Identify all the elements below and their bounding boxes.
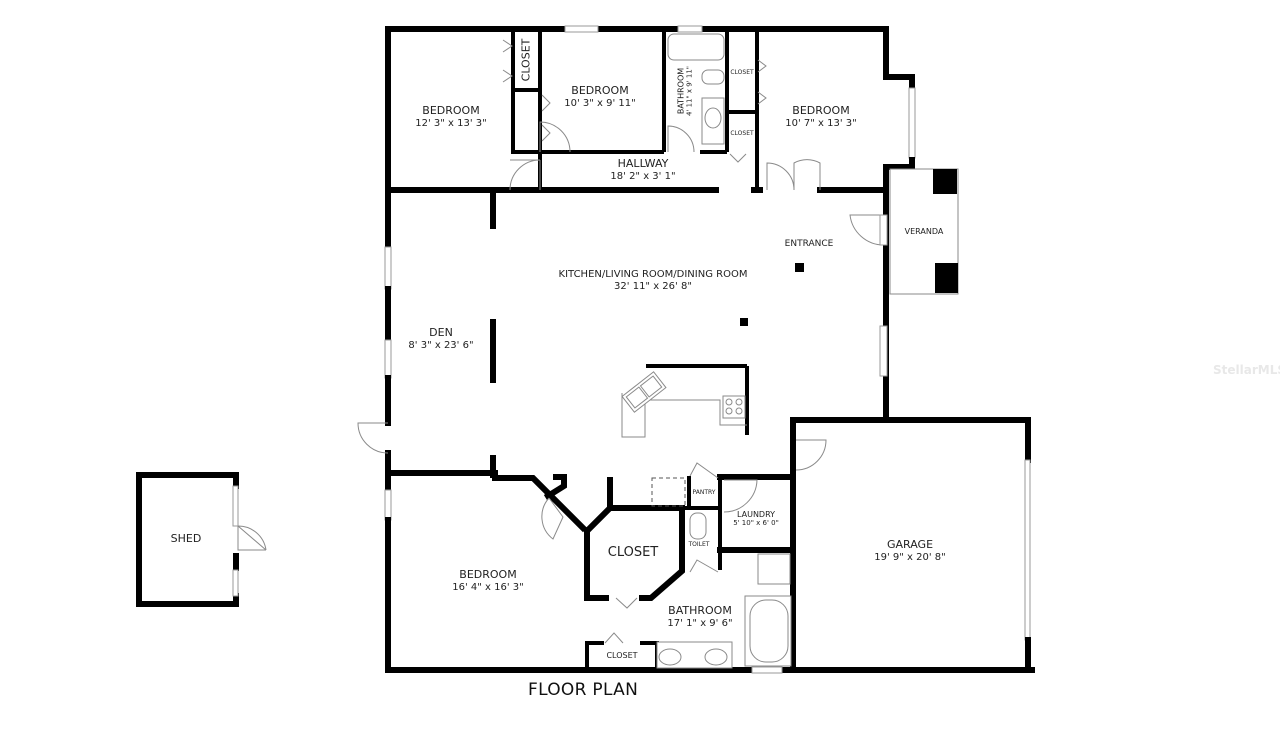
room-name: LAUNDRY (736, 510, 776, 519)
room-pantry: PANTRY (692, 489, 716, 497)
room-name: CLOSET (607, 545, 659, 560)
room-name: CLOSET (730, 130, 754, 137)
room-name: BEDROOM (571, 84, 629, 97)
room-dims: 32' 11" x 26' 8" (614, 280, 692, 292)
room-dims: 8' 3" x 23' 6" (408, 339, 474, 351)
room-name: BATHROOM (668, 604, 732, 617)
room-kitchen-living-dining: KITCHEN/LIVING ROOM/DINING ROOM 32' 11" … (559, 269, 748, 292)
room-garage: GARAGE 19' 9" x 20' 8" (874, 538, 946, 563)
room-dims: 17' 1" x 9' 6" (667, 617, 733, 629)
room-shed: SHED (170, 532, 202, 546)
room-name: VERANDA (904, 227, 944, 236)
interior-walls (385, 29, 889, 670)
room-closet-bath: CLOSET (606, 651, 637, 660)
room-bathroom-master: BATHROOM 17' 1" x 9' 6" (667, 604, 733, 629)
room-name: BEDROOM (792, 104, 850, 117)
room-name: CLOSET (730, 69, 754, 76)
room-name: GARAGE (886, 538, 934, 551)
room-bedroom-nw: BEDROOM 12' 3" x 13' 3" (415, 104, 487, 129)
room-name: BEDROOM (459, 568, 517, 581)
room-dims: 12' 3" x 13' 3" (415, 117, 487, 129)
room-closet-master: CLOSET (607, 545, 659, 561)
room-name: KITCHEN/LIVING ROOM/DINING ROOM (558, 269, 748, 280)
room-dims: 18' 2" x 3' 1" (610, 170, 676, 182)
room-name: CLOSET (519, 38, 533, 82)
doors (357, 39, 888, 644)
room-name: BATHROOM (676, 67, 686, 115)
room-name: SHED (170, 532, 202, 545)
room-name: DEN (429, 326, 453, 339)
room-name: BEDROOM (422, 104, 480, 117)
room-entrance: ENTRANCE (785, 239, 834, 249)
room-hallway: HALLWAY 18' 2" x 3' 1" (610, 157, 676, 182)
room-bedroom-ne: BEDROOM 10' 7" x 13' 3" (785, 104, 857, 129)
room-bathroom-n: BATHROOM 4' 11" x 9' 11" (676, 66, 693, 116)
bathtub-north (667, 33, 725, 61)
shed-structure (136, 472, 267, 607)
room-name: ENTRANCE (784, 239, 834, 249)
exterior-walls (384, 25, 1035, 674)
room-dims: 10' 3" x 9' 11" (564, 97, 636, 109)
room-dims: 19' 9" x 20' 8" (874, 551, 946, 563)
floor-plan-title: FLOOR PLAN (528, 680, 639, 700)
room-name: PANTRY (692, 489, 716, 496)
room-bedroom-n: BEDROOM 10' 3" x 9' 11" (564, 84, 636, 109)
fixtures (621, 33, 959, 669)
room-dims: 4' 11" x 9' 11" (685, 65, 694, 117)
room-closet-ne-2: CLOSET (730, 130, 754, 138)
room-closet-ne-1: CLOSET (730, 69, 754, 77)
room-dims: 5' 10" x 6' 0" (733, 519, 779, 528)
room-dims: 16' 4" x 16' 3" (452, 581, 524, 593)
room-name: TOILET (688, 541, 710, 548)
room-bedroom-master: BEDROOM 16' 4" x 16' 3" (452, 568, 524, 593)
watermark: StellarMLS (1213, 363, 1280, 377)
room-toilet: TOILET (688, 541, 710, 549)
room-veranda: VERANDA (905, 227, 944, 236)
room-den: DEN 8' 3" x 23' 6" (408, 326, 474, 351)
room-name: CLOSET (606, 651, 638, 660)
room-name: HALLWAY (617, 157, 669, 170)
room-closet-nw: CLOSET (519, 38, 534, 82)
room-laundry: LAUNDRY 5' 10" x 6' 0" (733, 510, 779, 527)
room-dims: 10' 7" x 13' 3" (785, 117, 857, 129)
